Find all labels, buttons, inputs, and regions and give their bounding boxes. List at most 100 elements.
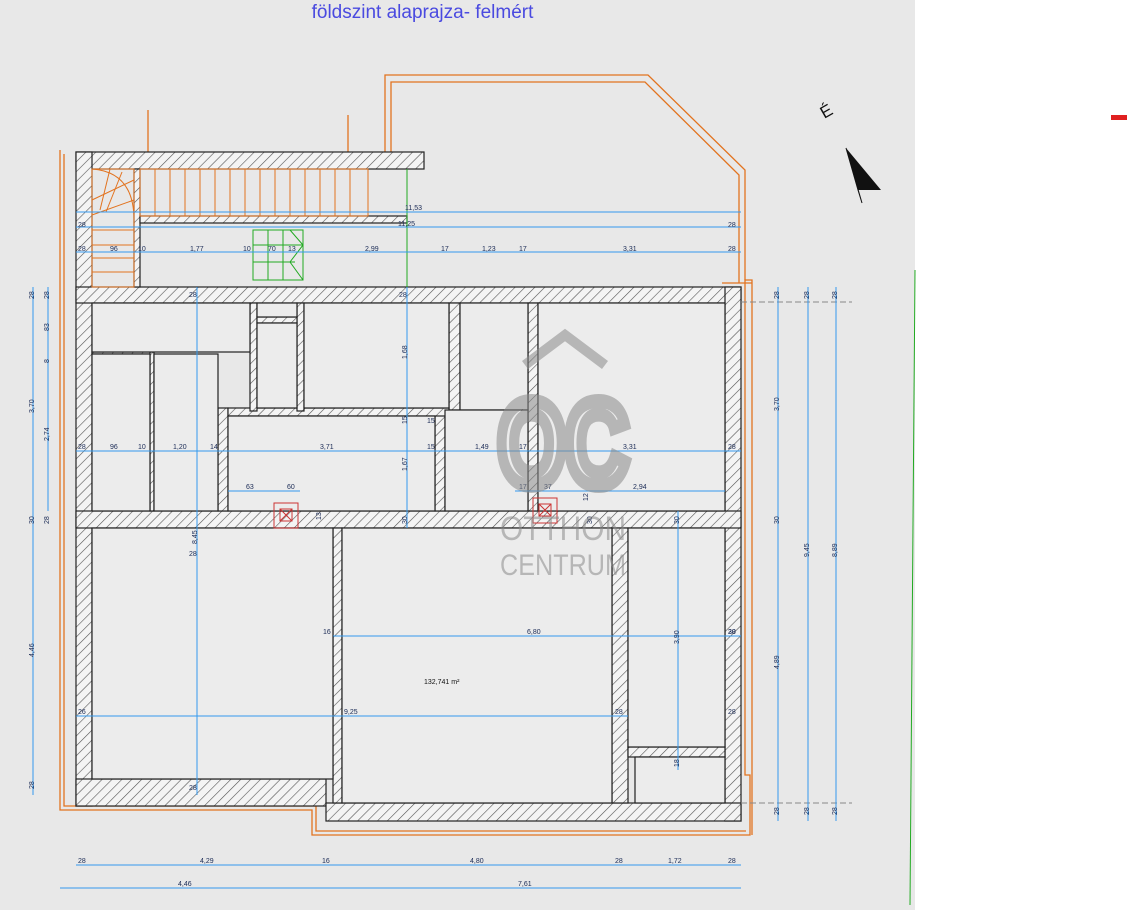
green-stair-lines <box>252 169 408 287</box>
dim-top-28-f: 28 <box>399 292 407 299</box>
dim-top-28-b: 28 <box>728 222 736 229</box>
dim-low-28-a: 28 <box>728 629 736 636</box>
dim-bottom-16: 16 <box>322 858 330 865</box>
dim-left-30: 30 <box>29 516 36 524</box>
dim-mid-17: 17 <box>519 444 527 451</box>
dim-top-10-a: 10 <box>138 246 146 253</box>
dim-left-8: 8 <box>44 359 51 363</box>
dim-right-28-e: 28 <box>804 807 811 815</box>
dim-mid-28-d: 28 <box>189 785 197 792</box>
dim-bottom-28-b: 28 <box>615 858 623 865</box>
dim-bottom-7-61: 7,61 <box>518 881 532 888</box>
dim-mid-3-31: 3,31 <box>623 444 637 451</box>
watermark-line1: OTTHON <box>500 510 626 548</box>
dim-mid-3-71: 3,71 <box>320 444 334 451</box>
dim-top-1-77: 1,77 <box>190 246 204 253</box>
dim-left-2-74: 2,74 <box>44 427 51 441</box>
watermark-logo: OC <box>498 377 628 511</box>
watermark: OC OTTHON CENTRUM <box>491 328 635 582</box>
dim-left-28-c: 28 <box>29 781 36 789</box>
dim-mid-1-49: 1,49 <box>475 444 489 451</box>
dim-left-83: 83 <box>44 323 51 331</box>
dim-mid-1-20: 1,20 <box>173 444 187 451</box>
dim-mid-12: 12 <box>583 493 590 501</box>
dimension-labels: 11,53 11,25 28 28 28 96 10 1,77 10 70 13… <box>29 205 839 888</box>
sheet-edge-line <box>909 269 916 906</box>
dim-top-3-31: 3,31 <box>623 246 637 253</box>
chimneys <box>273 497 558 529</box>
dim-right-28-d: 28 <box>774 807 781 815</box>
dim-right-30-b: 30 <box>728 629 736 636</box>
dim-right-8-89: 8,89 <box>832 543 839 557</box>
dim-mid-30-a: 30 <box>402 516 409 524</box>
area-label: 132,741 m² <box>424 679 460 686</box>
dim-top-11-25: 11,25 <box>398 221 415 228</box>
dim-bottom-4-29: 4,29 <box>200 858 214 865</box>
dim-bottom-4-46: 4,46 <box>178 881 192 888</box>
dim-right-28-b: 28 <box>804 291 811 299</box>
red-marker <box>1111 115 1127 120</box>
dim-right-30-a: 30 <box>774 516 781 524</box>
dim-mid-15-b: 15 <box>402 416 409 424</box>
north-label: É <box>817 100 836 122</box>
dim-mid-28-a: 28 <box>78 444 86 451</box>
dim-top-70: 70 <box>268 246 276 253</box>
dim-right-9-45: 9,45 <box>804 543 811 557</box>
dim-bottom-4-80: 4,80 <box>470 858 484 865</box>
dim-mid-28-c: 28 <box>189 551 197 558</box>
dim-low-28-c: 28 <box>728 709 736 716</box>
dim-mid-1-67: 1,67 <box>402 457 409 471</box>
dim-mid-2-94: 2,94 <box>633 484 647 491</box>
dim-left-28-a: 28 <box>29 291 36 299</box>
dim-low-6-80: 6,80 <box>527 629 541 636</box>
dim-bottom-1-72: 1,72 <box>668 858 682 865</box>
dim-left-4-46: 4,46 <box>29 643 36 657</box>
dim-mid-28-b: 28 <box>728 444 736 451</box>
dim-right-28-c: 28 <box>832 291 839 299</box>
dim-bottom-28-c: 28 <box>728 858 736 865</box>
dim-mid-63: 63 <box>246 484 254 491</box>
dim-right-28-a: 28 <box>774 291 781 299</box>
north-arrow <box>845 147 881 204</box>
dim-right-28-f: 28 <box>832 807 839 815</box>
dim-top-28-a: 28 <box>78 222 86 229</box>
dim-mid-15: 15 <box>427 444 435 451</box>
dim-mid-37: 37 <box>544 484 552 491</box>
dim-mid-14: 14 <box>210 444 218 451</box>
dim-top-1-23: 1,23 <box>482 246 496 253</box>
dim-top-11-53: 11,53 <box>405 205 422 212</box>
dim-mid-30-c: 30 <box>674 516 681 524</box>
rooms <box>91 302 726 804</box>
dim-mid-13: 13 <box>316 512 323 520</box>
drawing-title: földszint alaprajza- felmért <box>311 2 534 23</box>
dim-top-28-c: 28 <box>78 246 86 253</box>
extension-lines <box>741 301 852 804</box>
dim-low-28-b: 28 <box>615 709 623 716</box>
dim-mid-1-68: 1,68 <box>402 345 409 359</box>
dim-top-17-b: 17 <box>519 246 527 253</box>
staircase <box>91 168 369 288</box>
dim-mid-15-c: 15 <box>427 418 435 425</box>
dim-top-10-b: 10 <box>243 246 251 253</box>
dim-top-28-d: 28 <box>728 246 736 253</box>
dim-mid-60: 60 <box>287 484 295 491</box>
dim-top-96: 96 <box>110 246 118 253</box>
dim-low-9-25: 9,25 <box>344 709 358 716</box>
dim-left-3-70: 3,70 <box>29 399 36 413</box>
dim-low-3-90: 3,90 <box>674 630 681 644</box>
dim-mid-10: 10 <box>138 444 146 451</box>
dim-low-26: 26 <box>78 709 86 716</box>
watermark-line2: CENTRUM <box>500 549 626 582</box>
dim-right-3-70: 3,70 <box>774 397 781 411</box>
dim-bottom-28-a: 28 <box>78 858 86 865</box>
dim-left-28-d: 28 <box>44 516 51 524</box>
dim-low-8-45: 8,45 <box>192 530 199 544</box>
dim-left-28-b: 28 <box>44 291 51 299</box>
dim-top-17-a: 17 <box>441 246 449 253</box>
dim-mid-17-b: 17 <box>519 484 527 491</box>
dim-top-13: 13 <box>288 246 296 253</box>
dim-low-18: 18 <box>674 759 681 767</box>
dimension-lines <box>32 211 837 889</box>
dim-top-28-e: 28 <box>189 292 197 299</box>
